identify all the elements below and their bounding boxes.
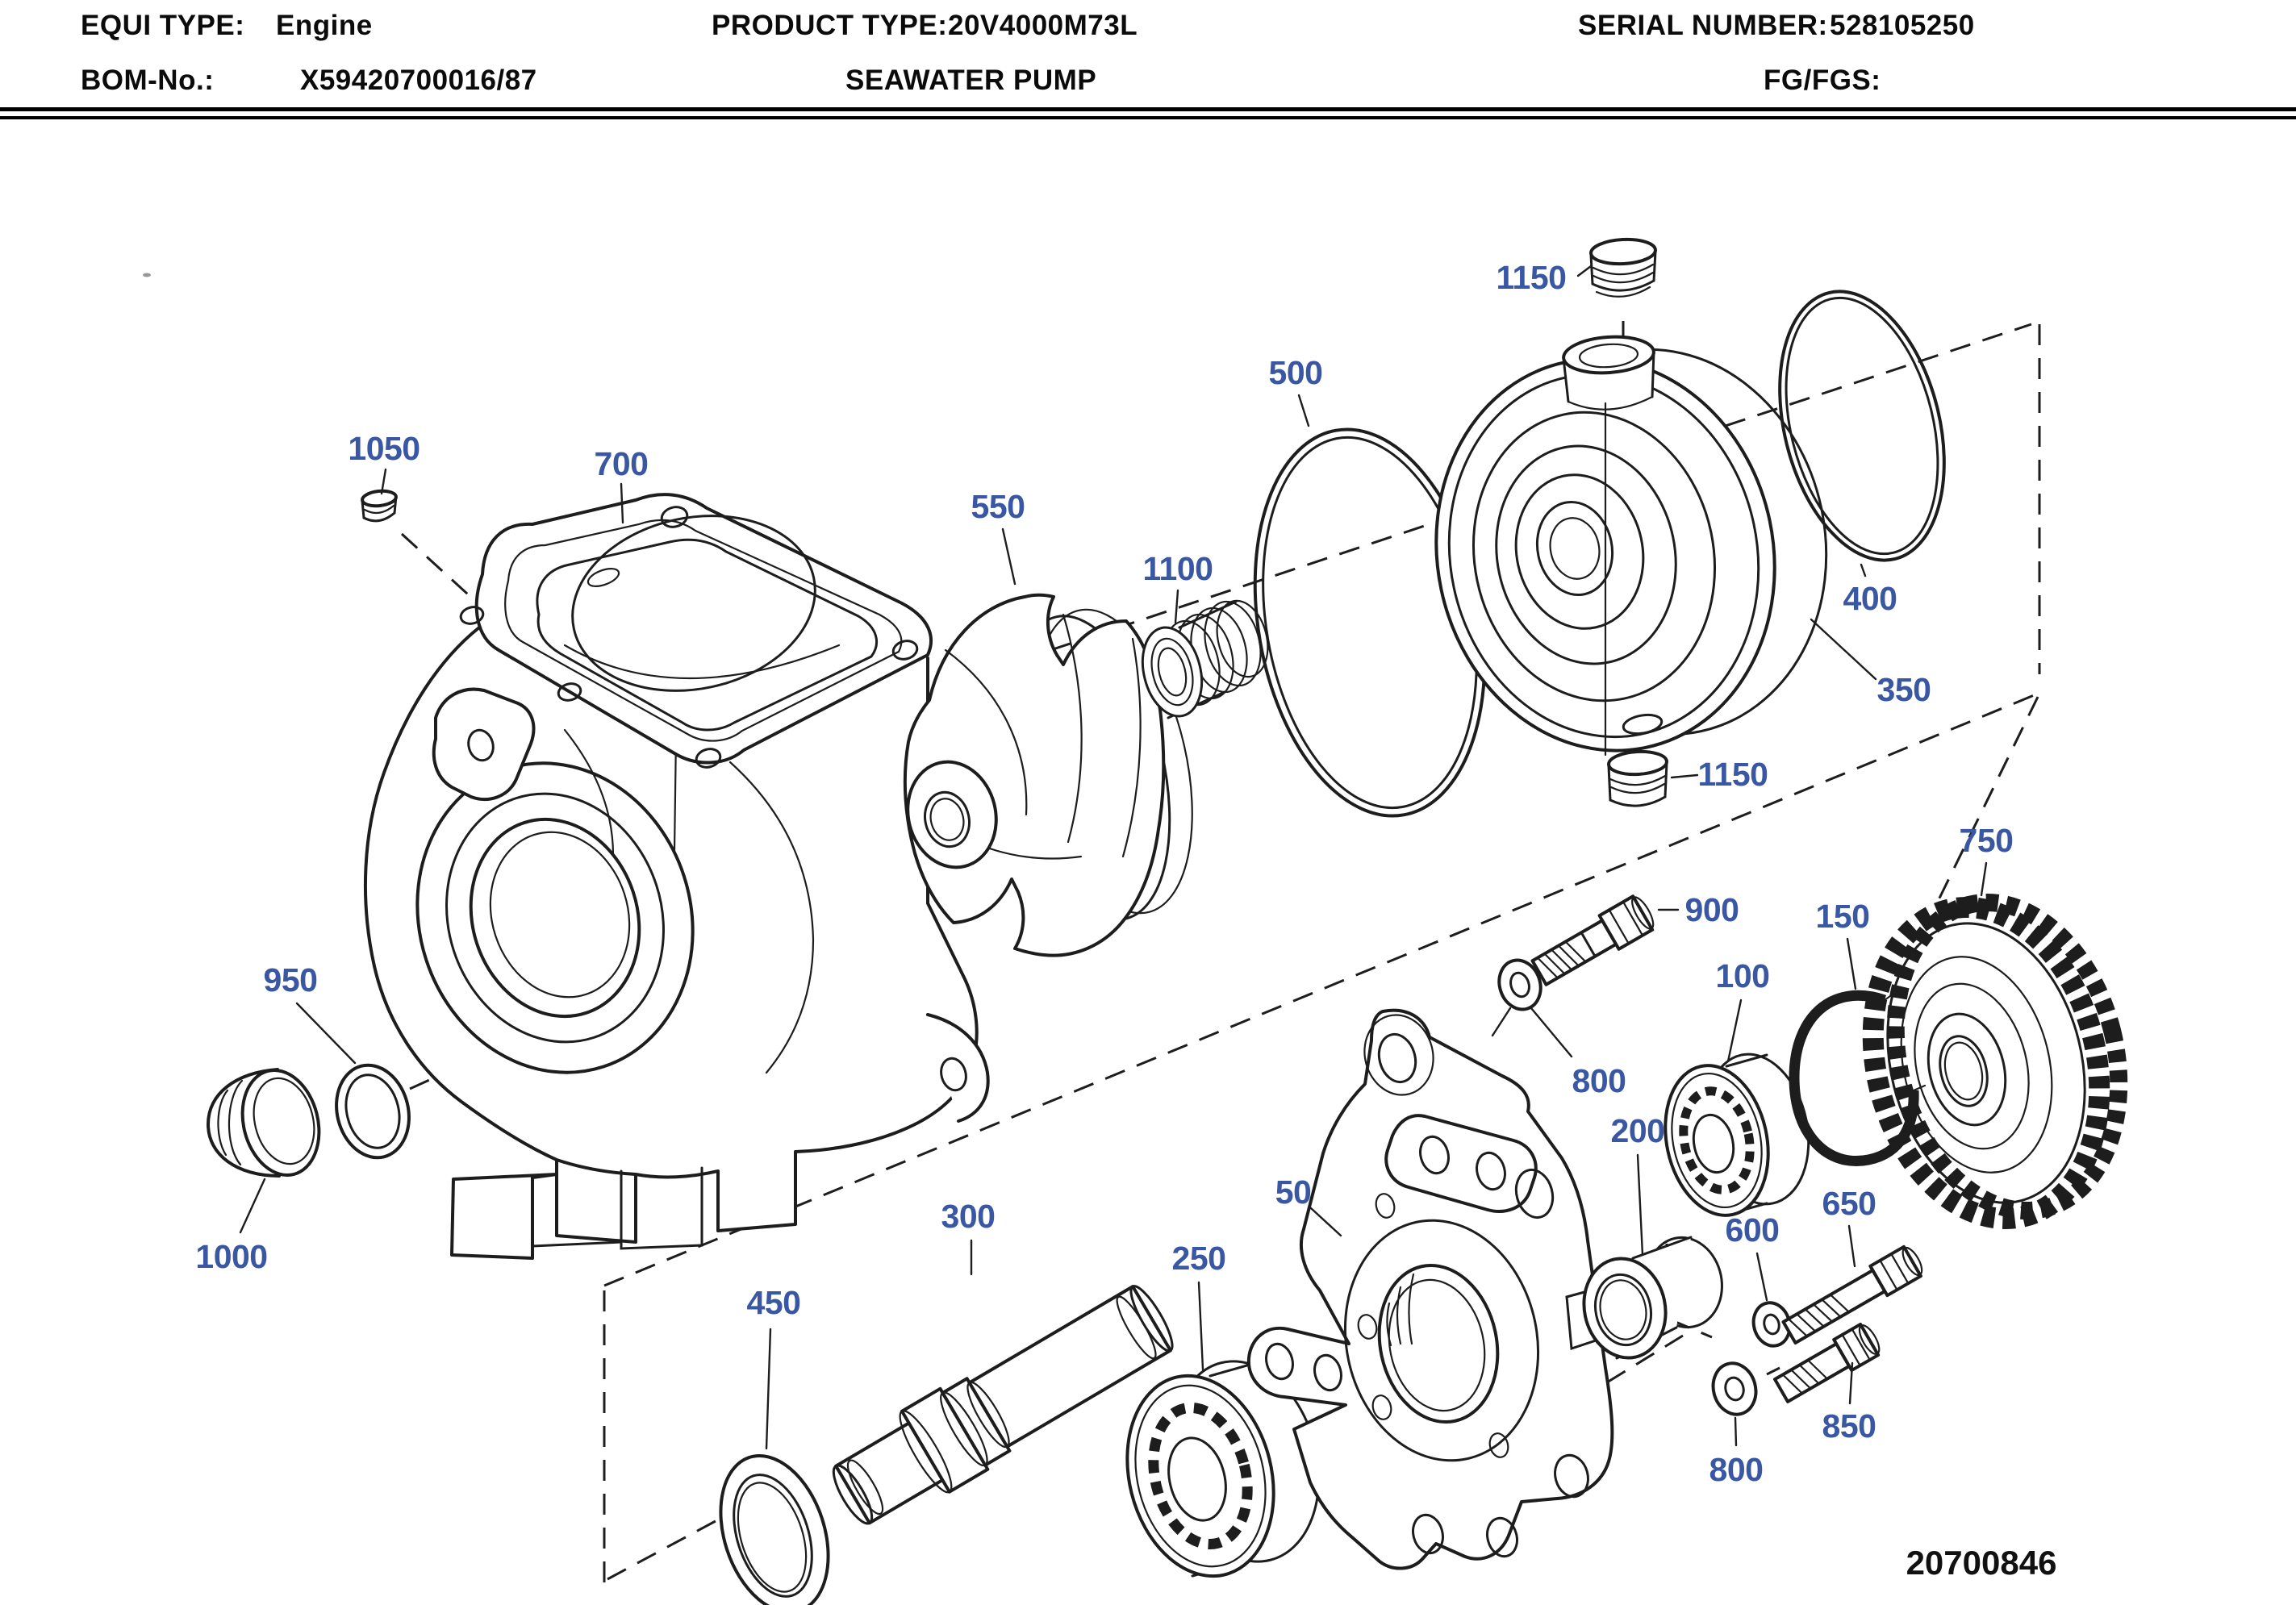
product-type-label: PRODUCT TYPE: [712,10,948,41]
o-ring-400 [1778,290,1946,562]
equi-type-value: Engine [276,10,373,41]
part-label-600: 600 [1726,1211,1780,1249]
impeller [903,593,1193,957]
part-label-800-upper: 800 [1572,1062,1626,1099]
part-label-900: 900 [1685,891,1739,928]
hex-bolt-650 [1781,1244,1923,1344]
hex-bolt-850 [1773,1322,1881,1403]
part-label-650: 650 [1822,1185,1876,1222]
part-label-700: 700 [595,445,649,482]
header-rule-top [0,107,2296,111]
part-callouts: 1050 700 550 1100 500 1150 400 350 1150 … [195,259,2014,1488]
spacer-sleeve [1582,1236,1723,1360]
part-label-300: 300 [941,1198,996,1235]
drawing-number: 20700846 [1906,1544,2057,1582]
drive-gear [1860,893,2128,1232]
part-label-450: 450 [747,1284,801,1321]
part-label-350: 350 [1877,671,1931,708]
o-ring-950 [335,1063,411,1160]
ball-bearing-250 [1125,1360,1321,1578]
part-label-1100: 1100 [1143,550,1213,587]
serial-number-label: SERIAL NUMBER: [1578,10,1828,41]
part-label-150: 150 [1816,898,1870,935]
washer-800-upper [1491,958,1542,1037]
part-label-950: 950 [264,961,318,998]
product-type-value: 20V4000M73L [948,10,1138,41]
part-label-750: 750 [1960,822,2014,859]
mechanical-seal [1141,599,1269,719]
part-label-50: 50 [1275,1174,1312,1211]
part-label-200: 200 [1611,1112,1665,1149]
pump-housing [364,493,990,1260]
part-label-250: 250 [1172,1240,1226,1277]
header-rule-bottom [0,116,2296,119]
bearing-bracket [1246,1008,1614,1570]
bom-value: X59420700016/87 [300,65,537,96]
product-name: SEAWATER PUMP [845,65,1097,96]
bom-label: BOM-No.: [81,65,215,96]
pump-cover [1434,335,1828,757]
part-label-1050: 1050 [348,430,420,467]
screw-plug-1150-top [1589,237,1657,298]
stray-dot [143,273,151,277]
cover-cap-1000 [207,1068,321,1178]
title-block: EQUI TYPE: Engine PRODUCT TYPE: 20V4000M… [0,0,2296,129]
washer-800-lower [1711,1361,1758,1416]
part-label-550: 550 [971,488,1025,525]
part-label-1000: 1000 [195,1238,267,1275]
ball-bearing-100 [1664,1053,1810,1217]
seal-ring-450 [719,1453,830,1605]
screw-plug-1050 [361,489,398,523]
equi-type-label: EQUI TYPE: [81,10,245,41]
part-label-1150-top: 1150 [1497,259,1567,296]
screw-plug-1150-bottom [1607,749,1668,807]
part-label-100: 100 [1716,957,1770,994]
part-label-400: 400 [1843,580,1897,617]
fg-fgs-label: FG/FGS: [1764,65,1881,96]
part-label-500: 500 [1269,354,1323,391]
serial-number-value: 528105250 [1830,10,1975,41]
pump-shaft [832,1285,1174,1525]
hex-bolt-900 [1530,894,1655,986]
part-label-850: 850 [1822,1407,1876,1444]
part-label-800-lower: 800 [1709,1451,1764,1488]
part-label-1150-bottom: 1150 [1698,756,1768,793]
leader-lines [239,265,1988,1450]
